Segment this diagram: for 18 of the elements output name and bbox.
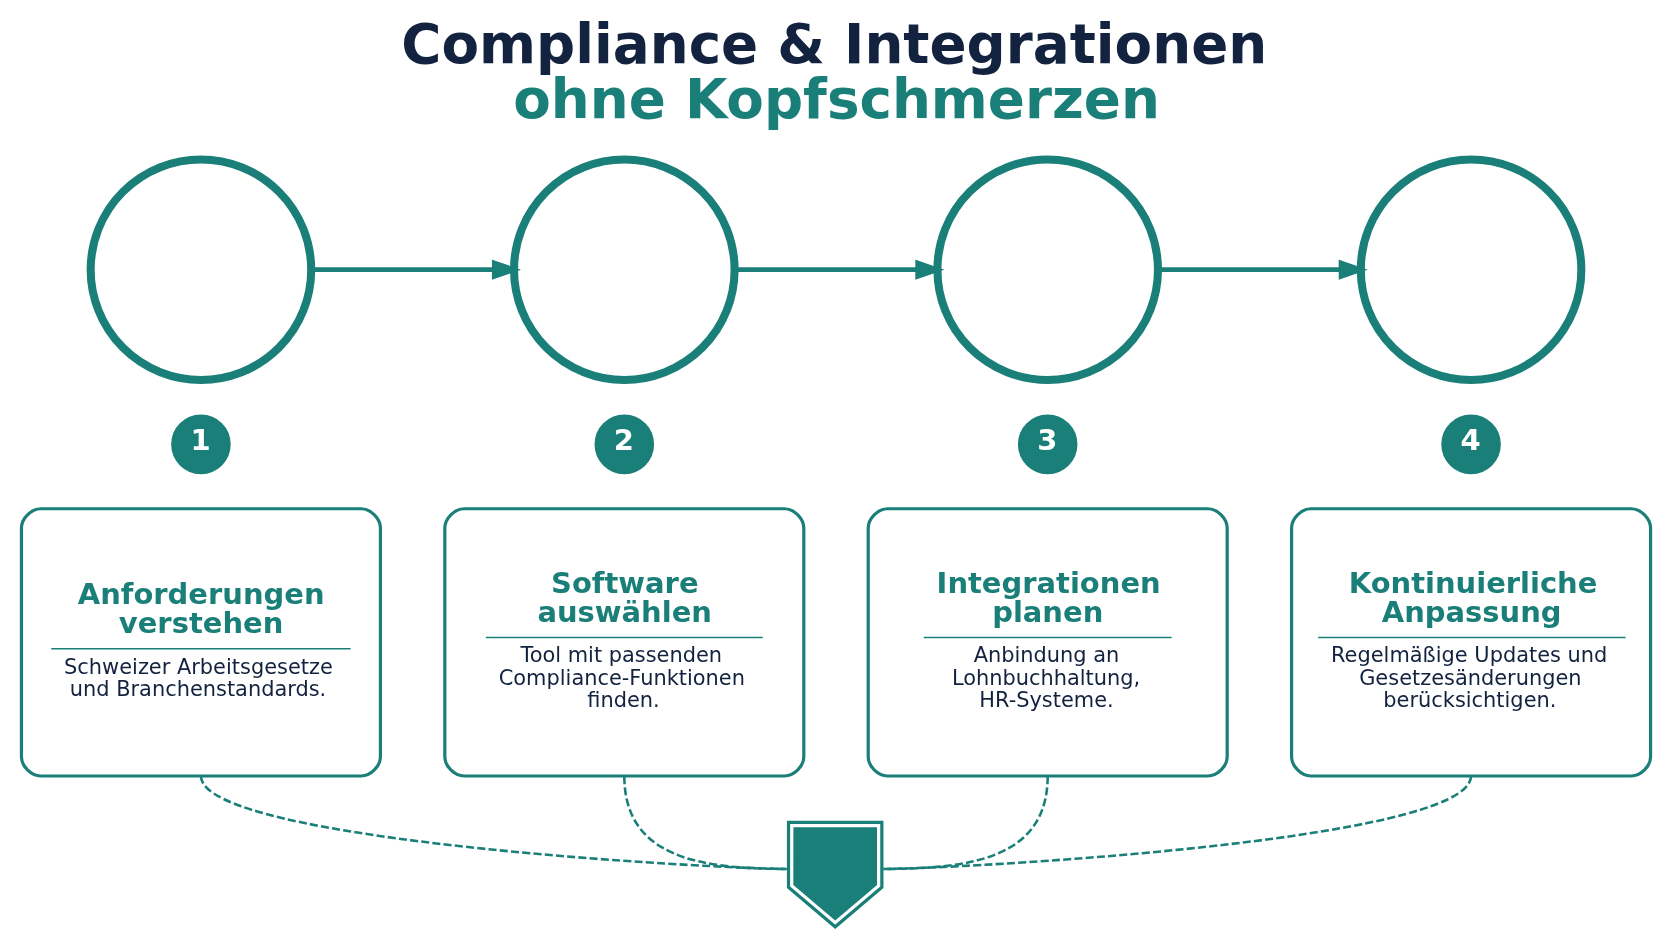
node-circle: 3 (1017, 414, 1078, 475)
node-circle: 4 (1441, 414, 1501, 475)
diagram-title: Compliance & Integrationen ohne Kopfschmerzen (401, 12, 1268, 131)
node-circle (1356, 155, 1586, 384)
node-box: Anforderungen verstehen Schweizer Arbeitsgesetze und Branchenstandards. (19, 507, 383, 778)
arrow (1158, 259, 1368, 280)
node-circle: 1 (171, 414, 231, 475)
node-circle (86, 155, 316, 384)
node-box: Kontinuierliche Anpassung Regelmäßige Updates und Gesetzesänderungen berücksichtigen. (1289, 507, 1653, 778)
connector (623, 775, 787, 871)
node-box: Integrationen planen Anbindung an Lohnbuchhaltung, HR-Systeme. (866, 507, 1229, 778)
node-shield (786, 820, 884, 929)
node-box: Software auswählen Tool mit passenden Compliance-Funktionen finden. (443, 507, 806, 778)
connector (883, 775, 1473, 871)
connector (199, 775, 787, 871)
node-circle (510, 155, 739, 384)
node-circle (933, 155, 1162, 384)
node-circle: 2 (594, 414, 655, 475)
